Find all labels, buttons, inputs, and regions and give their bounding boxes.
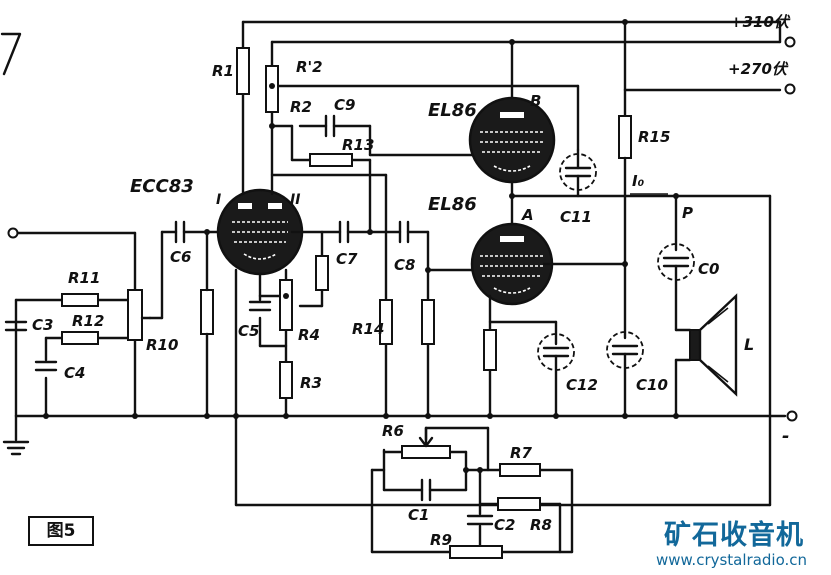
resistor-grid-leak-a (421, 299, 435, 345)
label-r7: R7 (510, 444, 533, 462)
label-r9: R9 (430, 531, 452, 549)
label-r4: R4 (298, 326, 320, 344)
r6-wiper-arrow (418, 426, 434, 448)
label-r11: R11 (68, 269, 100, 287)
label-c0: C0 (698, 260, 719, 278)
label-r14: R14 (352, 320, 384, 338)
label-r2p: R'2 (296, 58, 323, 76)
tube-el86-b (468, 96, 556, 184)
label-c7: C7 (336, 250, 358, 268)
label-c4: C4 (64, 364, 85, 382)
ground-minus-label: - (782, 426, 789, 447)
label-current: I₀ (632, 172, 645, 190)
terminal-310v (784, 36, 796, 48)
label-r6: R6 (382, 422, 404, 440)
resistor-r15 (618, 115, 632, 159)
label-el86-b: EL86 (428, 100, 477, 121)
label-p: P (682, 204, 693, 222)
label-c3: C3 (32, 316, 53, 334)
resistor-grid-leak-1 (200, 289, 214, 335)
resistor-r1 (236, 47, 250, 95)
resistor-r13 (309, 153, 353, 167)
potentiometer-r4 (279, 279, 293, 331)
label-r3: R3 (300, 374, 322, 392)
label-section-1: I (216, 192, 221, 208)
label-r1: R1 (212, 62, 234, 80)
resistor-r12 (61, 331, 99, 345)
capacitor-c4 (34, 360, 58, 372)
label-r13: R13 (342, 136, 374, 154)
label-letter-a: A (521, 206, 534, 224)
supply-310-label: +310伏 (730, 13, 791, 31)
junction-dots (43, 19, 679, 473)
label-c12: C12 (566, 376, 598, 394)
ground-terminal (786, 410, 798, 422)
potentiometer-r9 (449, 545, 503, 559)
label-c1: C1 (408, 506, 429, 524)
label-c9: C9 (334, 96, 355, 114)
label-letter-b: B (530, 92, 541, 110)
resistor-anode-2 (315, 255, 329, 291)
label-r10: R10 (146, 336, 178, 354)
watermark-url: www.crystalradio.cn (656, 551, 808, 569)
terminal-270v (784, 83, 796, 95)
label-c2: C2 (494, 516, 515, 534)
label-el86-a: EL86 (428, 194, 477, 215)
capacitor-c1 (420, 478, 432, 502)
input-network (7, 227, 137, 418)
potentiometer-r10 (127, 289, 143, 341)
speaker-l (689, 293, 738, 397)
label-section-2: II (290, 192, 300, 208)
figure-label: 图5 (28, 516, 94, 546)
capacitor-c3 (4, 320, 28, 332)
interstage-coupling (290, 220, 478, 418)
capacitor-c9 (324, 114, 336, 138)
ground-rail (2, 410, 798, 456)
capacitor-c5 (248, 300, 272, 312)
watermark-logo-text: 矿石收音机 (664, 520, 804, 551)
label-ecc83: ECC83 (130, 176, 194, 197)
label-c5: C5 (238, 322, 259, 340)
label-r2: R2 (290, 98, 312, 116)
label-c8: C8 (394, 256, 415, 274)
corner-mark (0, 32, 22, 76)
resistor-cathode-a (483, 329, 497, 371)
capacitor-c2 (466, 514, 494, 526)
label-c6: C6 (170, 248, 191, 266)
label-r15: R15 (638, 128, 670, 146)
label-r12: R12 (72, 312, 104, 330)
label-c10: C10 (636, 376, 668, 394)
supply-rails (241, 20, 796, 95)
resistor-r8 (497, 497, 541, 511)
input-terminal (7, 227, 19, 239)
resistor-r11 (61, 293, 99, 307)
label-speaker: L (744, 335, 754, 354)
resistor-r7 (499, 463, 541, 477)
capacitor-c11 (564, 148, 592, 198)
supply-270-label: +270伏 (728, 60, 789, 78)
tube-el86-a (470, 222, 554, 306)
label-c11: C11 (560, 208, 592, 226)
potentiometer-r6 (401, 445, 451, 459)
resistor-r14 (379, 299, 393, 345)
resistor-r3 (279, 361, 293, 399)
label-r8: R8 (530, 516, 552, 534)
